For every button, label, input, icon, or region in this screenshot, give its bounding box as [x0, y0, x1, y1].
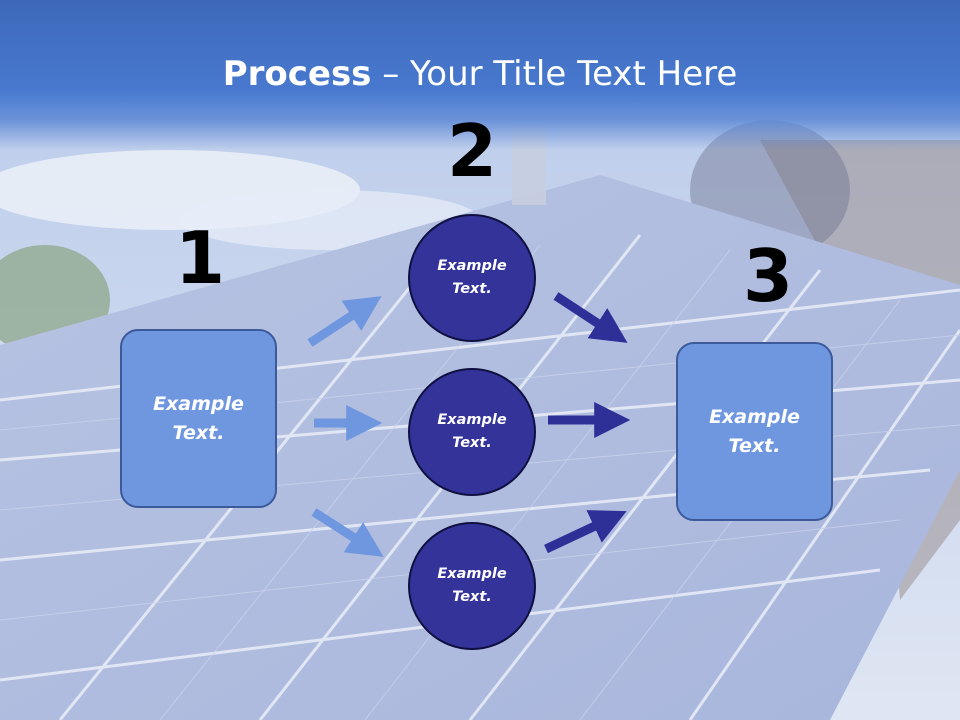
title-banner: [0, 0, 960, 150]
title-rest: – Your Title Text Here: [371, 54, 738, 94]
step-number-1: 1: [174, 216, 226, 300]
arrow-top-to-right: [553, 292, 628, 343]
start-box-label: Example Text.: [153, 392, 244, 444]
end-box: Example Text.: [676, 342, 833, 521]
title-bold: Process: [222, 54, 372, 94]
arrow-bottom-to-right: [544, 510, 627, 554]
start-box: Example Text.: [120, 329, 277, 508]
page-title: Process – Your Title Text Here: [0, 52, 960, 96]
step-number-3: 3: [742, 234, 794, 318]
circle-node-middle: Example Text.: [408, 368, 536, 496]
arrow-left-to-top: [307, 296, 382, 347]
circle-middle-label: Example Text.: [437, 412, 507, 451]
step-number-2: 2: [446, 109, 498, 193]
circle-top-label: Example Text.: [437, 258, 507, 297]
circle-node-top: Example Text.: [408, 214, 536, 342]
end-box-label: Example Text.: [709, 405, 800, 457]
arrow-left-to-bottom: [311, 508, 384, 557]
circle-bottom-label: Example Text.: [437, 566, 507, 605]
circle-node-bottom: Example Text.: [408, 522, 536, 650]
